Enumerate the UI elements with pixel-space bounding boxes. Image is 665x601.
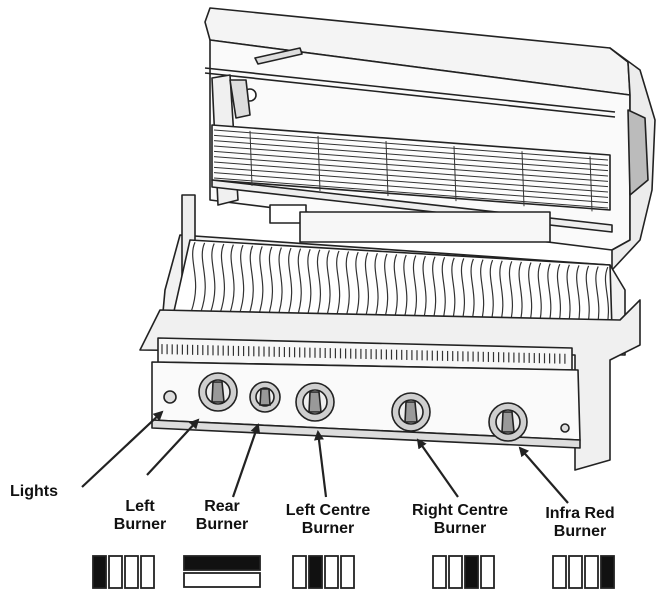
indicator-box [124, 555, 139, 589]
label-lights: Lights [10, 483, 58, 500]
indicator-box [183, 572, 261, 588]
indicator-box [480, 555, 495, 589]
indicator-box-active [308, 555, 323, 589]
indicator-box-active [464, 555, 479, 589]
grate-bar [238, 244, 245, 316]
grate-bar [209, 243, 216, 314]
indicator-rear-burner [183, 555, 261, 588]
rack-rod [213, 177, 609, 209]
grate-bar [248, 245, 254, 316]
rear-burner-knob [249, 381, 281, 413]
lid-vent [627, 109, 649, 196]
rack-crossbar [589, 156, 593, 212]
rack-crossbar [453, 146, 457, 202]
arrow-right-centre-burner [416, 438, 459, 498]
warming-rack [211, 124, 611, 211]
grate-bar [344, 251, 350, 322]
grate-bar [324, 250, 331, 321]
indicator-box-active [600, 555, 615, 589]
indicator-box [108, 555, 123, 589]
indicator-left-centre-burner [292, 555, 355, 589]
rack-rod [213, 145, 609, 177]
rack-rod [213, 166, 609, 198]
infra-red-burner-knob [488, 402, 528, 442]
grate-bar [190, 242, 197, 313]
indicator-infra-red-burner [552, 555, 615, 589]
arrow-left-centre-burner [314, 430, 328, 498]
indicator-box [568, 555, 583, 589]
rack-crossbar [317, 135, 321, 191]
indicator-left-burner [92, 555, 155, 589]
grate-bar [353, 251, 360, 323]
left-burner-knob [198, 372, 238, 412]
grate-bar [267, 246, 273, 318]
indicator-box [432, 555, 447, 589]
lights-button [163, 390, 177, 404]
indicator-right-centre-burner [432, 555, 495, 589]
grate-bar [219, 243, 225, 315]
grate-bar [334, 250, 341, 322]
rack-rod [213, 161, 609, 193]
indicator-box [584, 555, 599, 589]
arrow-infra-red-burner [518, 446, 569, 504]
rack-rod [213, 172, 609, 204]
indicator-box-active [183, 555, 261, 571]
rack-rod [213, 134, 609, 166]
indicator-box [448, 555, 463, 589]
rack-rod [213, 129, 609, 161]
burner-indicators [92, 555, 615, 589]
grate-bar [276, 247, 283, 318]
rack-crossbar [385, 141, 389, 197]
indicator-box [140, 555, 155, 589]
grate-bar [200, 242, 206, 314]
front-vent-slots [161, 344, 566, 364]
rack-rod [213, 150, 609, 182]
lid-handle [254, 47, 303, 65]
grate-bar [315, 249, 321, 320]
indicator-box [292, 555, 307, 589]
indicator-box-active [92, 555, 107, 589]
right-centre-burner-knob [391, 392, 431, 432]
grate-bar [257, 246, 264, 317]
grate-bar [296, 248, 302, 319]
arrow-rear-burner [231, 423, 261, 498]
indicator-box [552, 555, 567, 589]
grate-bar [286, 247, 293, 319]
warming-rack-grid [213, 129, 609, 212]
grate-bar [363, 252, 369, 323]
left-centre-burner-knob [295, 382, 335, 422]
rack-rod [213, 156, 609, 188]
rack-crossbar [249, 130, 253, 186]
indicator-box [340, 555, 355, 589]
arrow-lights [81, 410, 164, 488]
indicator-box [324, 555, 339, 589]
grate-bar [228, 244, 235, 315]
grate-bar [305, 248, 312, 320]
rack-rod [213, 140, 609, 172]
arrow-left-burner [146, 418, 200, 476]
rack-crossbar [521, 151, 525, 207]
